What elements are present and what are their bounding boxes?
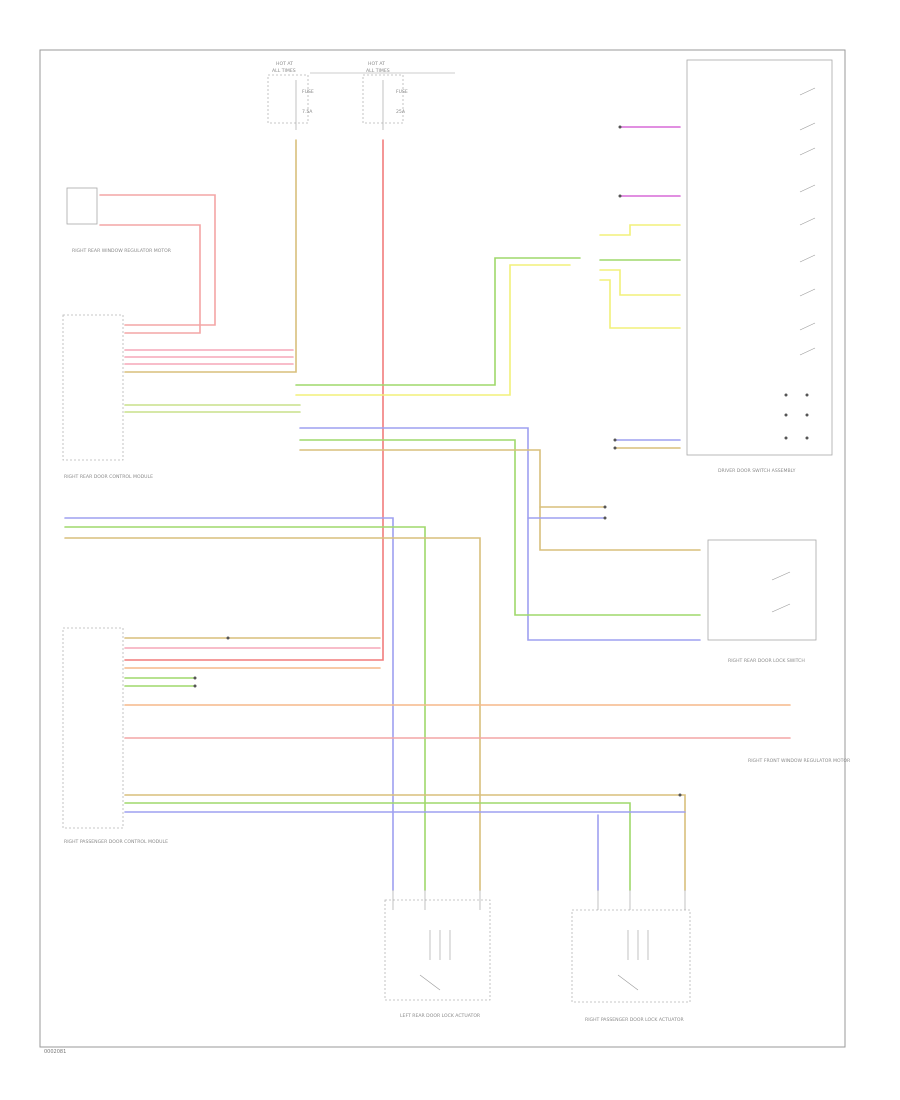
rr-door-control-module: RIGHT REAR DOOR CONTROL MODULE: [62, 314, 153, 480]
wire-blue-1: [299, 427, 701, 641]
svg-text:DRIVER DOOR SWITCH ASSEMBLY: DRIVER DOOR SWITCH ASSEMBLY: [718, 468, 796, 474]
wire-green-9: [124, 802, 631, 891]
wire-yellow-3: [599, 269, 681, 296]
right-passenger-lock-actuator: RIGHT PASSENGER DOOR LOCK ACTUATOR: [571, 909, 691, 1023]
svg-text:FUSE: FUSE: [302, 89, 314, 95]
wire-red-2: [99, 224, 201, 334]
svg-text:FUSE: FUSE: [396, 89, 408, 95]
driver-door-switch-assembly: DRIVER DOOR SWITCH ASSEMBLY: [686, 59, 833, 474]
svg-text:HOT AT: HOT AT: [368, 61, 385, 67]
wire-green-5: [299, 439, 701, 616]
wire-blue-4: [64, 517, 394, 891]
rr-window-regulator-motor: RIGHT REAR WINDOW REGULATOR MOTOR: [66, 187, 172, 254]
svg-text:RIGHT REAR WINDOW REGULATOR MO: RIGHT REAR WINDOW REGULATOR MOTOR: [72, 248, 172, 254]
footer-code: 0002081: [44, 1049, 66, 1055]
svg-text:RIGHT PASSENGER DOOR LOCK ACTU: RIGHT PASSENGER DOOR LOCK ACTUATOR: [585, 1017, 684, 1023]
wire-tan-2: [299, 449, 701, 551]
wire-green-6: [64, 526, 426, 891]
wire-tan-7: [124, 794, 686, 891]
wire-tan-5: [64, 537, 481, 891]
svg-text:ALL TIMES: ALL TIMES: [366, 68, 390, 74]
svg-text:25A: 25A: [396, 109, 406, 115]
fuse-block-left: HOT AT ALL TIMES FUSE 7.5A: [267, 61, 314, 130]
svg-text:RIGHT REAR DOOR CONTROL MODULE: RIGHT REAR DOOR CONTROL MODULE: [64, 474, 153, 480]
wire-yellow-4: [599, 279, 681, 329]
rr-door-lock-switch: RIGHT REAR DOOR LOCK SWITCH: [707, 539, 817, 664]
svg-text:RIGHT FRONT WINDOW REGULATOR M: RIGHT FRONT WINDOW REGULATOR MOTOR: [748, 758, 851, 764]
svg-text:ALL TIMES: ALL TIMES: [272, 68, 296, 74]
svg-text:7.5A: 7.5A: [302, 109, 313, 115]
wire-red-vertical: [124, 139, 384, 661]
wire-tan-fuse: [124, 139, 297, 373]
bottom-connectors: [392, 890, 686, 910]
diagram-frame: [39, 49, 846, 1048]
wire-yellow-2: [599, 224, 681, 236]
left-rear-lock-actuator: LEFT REAR DOOR LOCK ACTUATOR: [384, 899, 491, 1019]
fuse-block-right: HOT AT ALL TIMES FUSE 25A: [310, 61, 455, 130]
wire-red-1: [99, 194, 216, 326]
rp-door-control-module: RIGHT PASSENGER DOOR CONTROL MODULE: [62, 627, 168, 845]
svg-text:RIGHT REAR DOOR LOCK SWITCH: RIGHT REAR DOOR LOCK SWITCH: [728, 658, 805, 664]
svg-text:LEFT REAR DOOR LOCK ACTUATOR: LEFT REAR DOOR LOCK ACTUATOR: [400, 1013, 481, 1019]
wire-green-1: [295, 257, 581, 386]
svg-text:RIGHT PASSENGER DOOR CONTROL M: RIGHT PASSENGER DOOR CONTROL MODULE: [64, 839, 168, 845]
connector-dots: [193, 125, 682, 797]
wire-yellow-1: [295, 264, 571, 396]
svg-text:HOT AT: HOT AT: [276, 61, 293, 67]
rf-window-regulator-motor: RIGHT FRONT WINDOW REGULATOR MOTOR: [748, 758, 851, 764]
